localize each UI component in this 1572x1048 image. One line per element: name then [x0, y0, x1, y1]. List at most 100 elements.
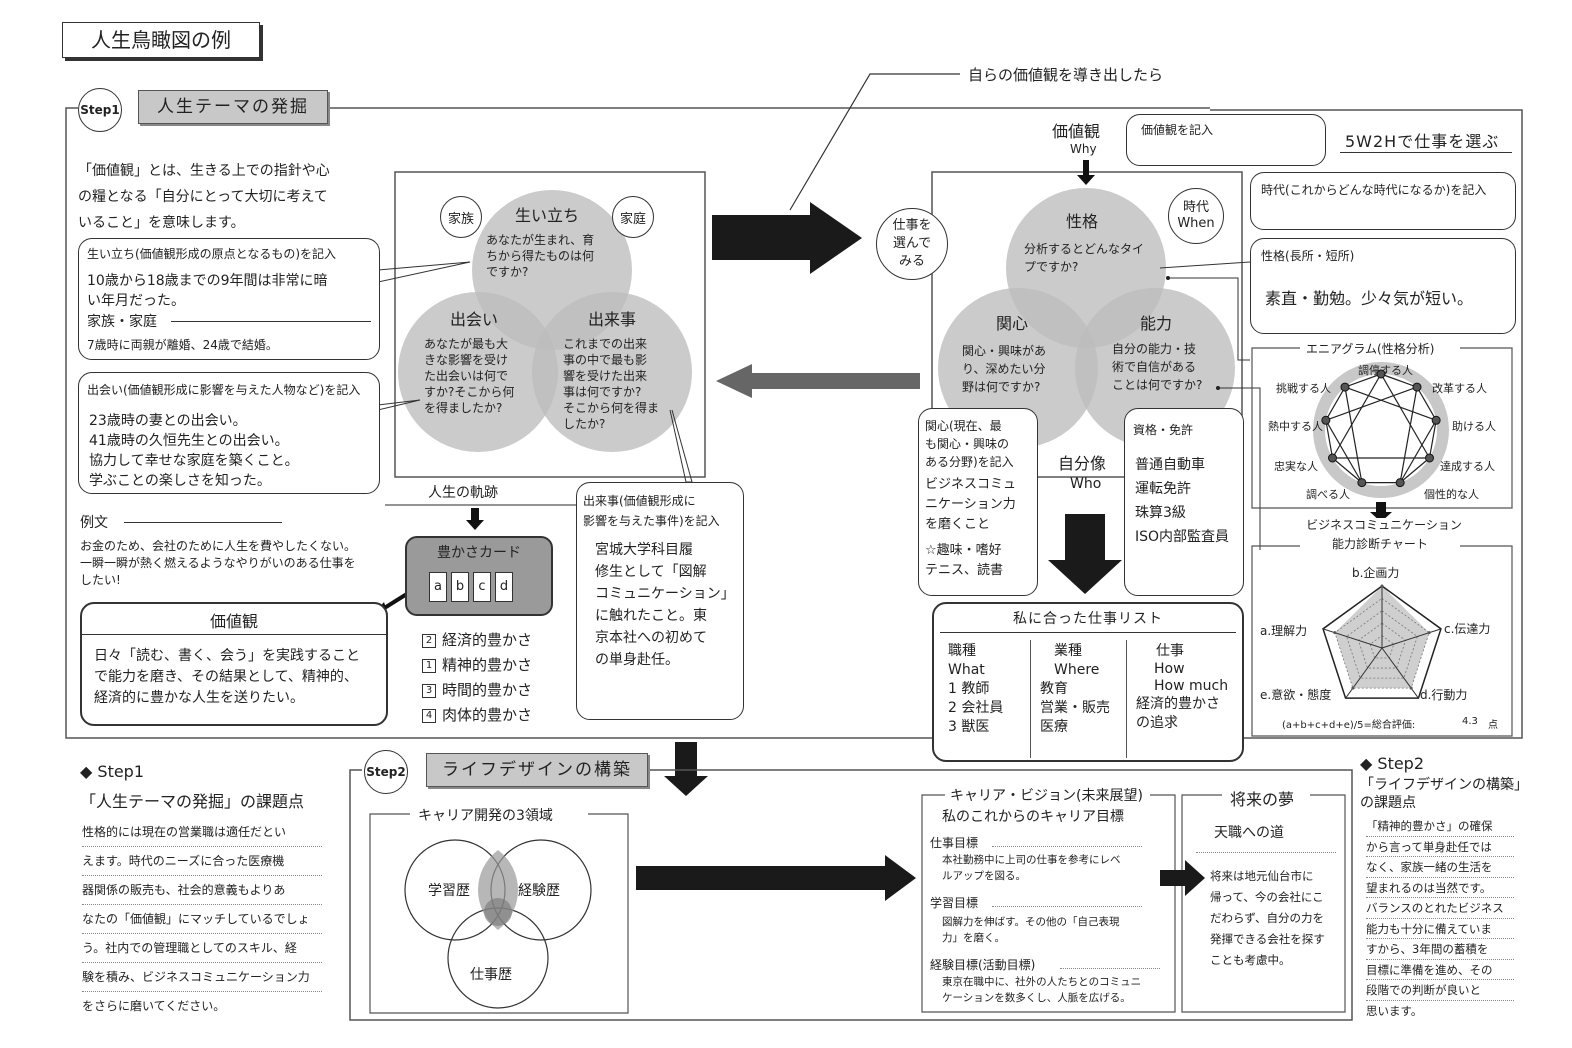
household-tag: 家庭	[612, 196, 654, 238]
values-title: 価値観	[209, 612, 258, 631]
ennea-type: 調べる人	[1306, 488, 1350, 501]
enneagram-node	[1431, 415, 1441, 425]
enneagram-node	[1340, 382, 1350, 392]
step2-badge: Step2	[364, 750, 408, 794]
dream-subtitle: 天職への道	[1214, 825, 1284, 841]
origin-heading: 生い立ち(価値観形成の原点となるもの)を記入	[87, 247, 337, 261]
card-slot[interactable]: a	[429, 572, 447, 602]
venn-interest-title: 関心	[996, 314, 1029, 333]
radar-axis	[1381, 647, 1419, 699]
radar-title: ビジネスコミュニケーション 能力診断チャート	[1252, 516, 1512, 554]
arrow-down-step2-icon	[664, 742, 708, 796]
event-box: 出来事(価値観形成に 影響を与えた事件)を記入 宮城大学科目履 修生として「図解…	[576, 482, 744, 720]
radar-chart	[1322, 584, 1442, 699]
personality-text: 素直・勤勉。少々気が短い。	[1265, 289, 1474, 308]
radar-score-unit: 点	[1488, 720, 1498, 731]
step2-review-lines: 「精神的豊かさ」の確保 から言って単身赴任では なく、家族一緒の生活を 望まれる…	[1366, 816, 1514, 1021]
card-slot[interactable]: b	[451, 572, 469, 602]
job-select-heading: 5W2Hで仕事を選ぶ	[1345, 132, 1500, 151]
dream-title: 将来の夢	[1226, 786, 1299, 810]
radar-axis-label-d: d.行動力	[1420, 688, 1468, 702]
radar-axis	[1345, 647, 1383, 699]
step1-title: 人生テーマの発掘	[138, 90, 328, 124]
enneagram-node	[1357, 478, 1367, 488]
family-text: 7歳時に両親が離婚、24歳で結婚。	[87, 338, 278, 352]
radar-score-label: (a+b+c+d+e)/5=総合評価:	[1282, 720, 1416, 731]
ennea-type: 助ける人	[1452, 420, 1496, 433]
ennea-type: 個性的な人	[1424, 488, 1479, 501]
enneagram-link	[1325, 419, 1363, 483]
domains-title: キャリア開発の3領域	[414, 805, 557, 825]
domain-learning: 学習歴	[428, 883, 470, 899]
arrow-right-vision-icon	[636, 855, 916, 901]
step2-review-title: 「ライフデザインの構築」 の課題点	[1360, 777, 1528, 811]
radar-score-value: 4.3	[1462, 716, 1478, 727]
hobby-text: ☆趣味・嗜好 テニス、読書	[925, 543, 1004, 578]
step2-title: ライフデザインの構築	[426, 753, 648, 787]
venn-circle-event	[532, 292, 692, 452]
venn-circle-encounter	[398, 292, 558, 452]
enneagram-node	[1395, 478, 1405, 488]
interest-heading: 関心(現在、最 も関心・興味の ある分野)を記入	[925, 419, 1014, 469]
diamond-icon: ◆	[1360, 754, 1373, 773]
arrow-down-radar-icon	[1370, 502, 1392, 522]
enneagram-link	[1344, 386, 1363, 483]
venn-event-title: 出来事	[588, 310, 637, 329]
personality-box: 性格(長所・短所) 素直・勤勉。少々気が短い。	[1250, 238, 1516, 334]
radar-point	[1380, 584, 1384, 588]
step1-review-lines: 性格的には現在の営業職は適任だとい えます。時代のニーズに合った医療機 器関係の…	[82, 818, 322, 1021]
encounter-box: 出会い(価値観形成に影響を与えた人物など)を記入 23歳時の妻との出会い。 41…	[78, 372, 380, 494]
step1-review-title: 「人生テーマの発掘」の課題点	[80, 792, 305, 811]
enneagram-link	[1331, 373, 1382, 459]
venn-ability-title: 能力	[1140, 314, 1173, 333]
enneagram-outline	[1325, 373, 1437, 484]
richness-card-title: 豊かさカード	[437, 545, 521, 561]
goal-text: 本社勤務中に上司の仕事を参考にレベ ルアップを図る。	[942, 854, 1121, 882]
arrow-right-dream-icon	[1160, 860, 1205, 896]
why-sub: Why	[1070, 142, 1097, 156]
radar-axis-label-c: c.伝達力	[1444, 622, 1491, 636]
encounter-text: 23歳時の妻との出会い。 41歳時の久恒先生との出会い。 協力して幸せな家庭を築…	[89, 413, 299, 489]
vision-subtitle: 私のこれからのキャリア目標	[942, 809, 1124, 825]
connector-label: 自らの価値観を導き出したら	[968, 66, 1164, 84]
radar-axis-label-a: a.理解力	[1260, 624, 1308, 638]
radar-gridline	[1369, 635, 1395, 659]
origin-text: 10歳から18歳までの9年間は非常に暗 い年月だった。	[87, 273, 328, 309]
ennea-type: 達成する人	[1440, 460, 1495, 473]
radar-axis	[1322, 628, 1383, 649]
vision-title: キャリア・ビジョン(未来展望)	[948, 785, 1145, 805]
enneagram-ring	[1313, 362, 1449, 498]
diamond-icon: ◆	[80, 762, 93, 781]
enneagram-node	[1424, 453, 1434, 463]
card-slot[interactable]: d	[495, 572, 513, 602]
venn-origin-question: あなたが生まれ、育 ちから得たものは何 ですか?	[486, 233, 595, 279]
choose-job-tag: 仕事を 選んで みる	[876, 208, 948, 280]
ennea-type: 熱中する人	[1268, 420, 1323, 433]
radar-point	[1333, 631, 1337, 635]
encounter-heading: 出会い(価値観形成に影響を与えた人物など)を記入	[87, 383, 361, 397]
arrow-down-joblist-icon	[1048, 514, 1122, 594]
license-box: 資格・免許 普通自動車 運転免許 珠算3級 ISO内部監査員	[1124, 408, 1244, 596]
values-box: 価値観 日々「読む、書く、会う」を実践すること で能力を磨き、その結果として、精…	[80, 602, 388, 726]
why-bubble: 価値観を記入	[1126, 114, 1326, 166]
enneagram-node	[1412, 382, 1422, 392]
venn-personality-title: 性格	[1066, 212, 1099, 231]
who-sub: Who	[1070, 476, 1102, 492]
card-slot[interactable]: c	[473, 572, 491, 602]
job-col-what: 職種 What 1 教師 2 会社員 3 獣医	[948, 643, 1004, 735]
ennea-type: 挑戦する人	[1276, 382, 1331, 395]
example-label: 例文	[80, 515, 108, 531]
radar-gridline	[1334, 597, 1430, 689]
enneagram-link	[1344, 386, 1437, 421]
interest-box: 関心(現在、最 も関心・興味の ある分野)を記入 ビジネスコミュ ニケーション力…	[918, 408, 1038, 596]
job-col-how: 仕事 How How much 経済的豊かさ の追求	[1136, 643, 1229, 731]
venn-personality-question: 分析するとどんなタイ プですか?	[1024, 242, 1145, 274]
who-label: 自分像	[1058, 454, 1107, 473]
radar-point	[1427, 631, 1431, 635]
